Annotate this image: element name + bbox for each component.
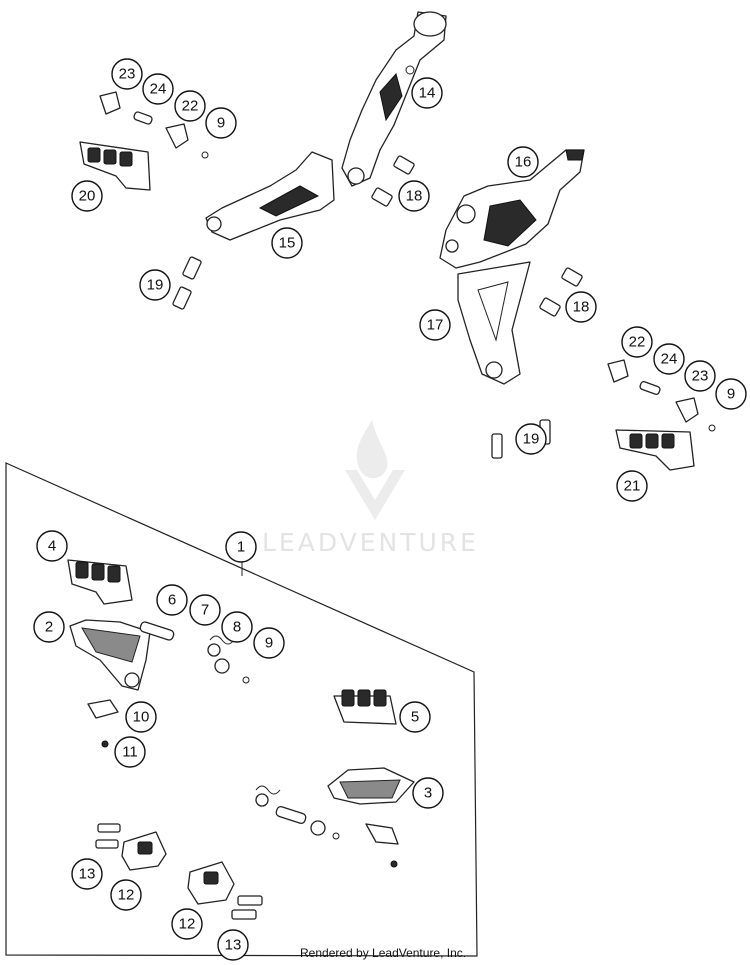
callout-1[interactable]: 1 [225, 531, 257, 563]
svg-text:22: 22 [182, 98, 199, 115]
svg-text:4: 4 [48, 538, 56, 555]
leadventure-watermark: LEADVENTURE [262, 420, 479, 557]
svg-text:3: 3 [424, 785, 432, 802]
callout-23-left[interactable]: 23 [111, 58, 143, 90]
part-2-footpeg [69, 619, 151, 691]
svg-text:10: 10 [133, 709, 150, 726]
callout-12-right[interactable]: 12 [171, 908, 203, 940]
callout-6[interactable]: 6 [156, 584, 188, 616]
callout-8[interactable]: 8 [221, 611, 253, 643]
svg-text:9: 9 [217, 115, 225, 132]
svg-text:19: 19 [147, 277, 164, 294]
watermark-brand-text: LEADVENTURE [262, 528, 479, 557]
svg-text:16: 16 [515, 154, 532, 171]
callout-15[interactable]: 15 [271, 227, 303, 259]
svg-text:13: 13 [79, 866, 96, 883]
callout-19-left[interactable]: 19 [139, 269, 171, 301]
callout-4[interactable]: 4 [36, 530, 68, 562]
svg-text:17: 17 [427, 317, 444, 334]
svg-text:9: 9 [727, 386, 735, 403]
svg-text:18: 18 [406, 188, 423, 205]
part-4-footpeg [67, 559, 133, 605]
callout-5[interactable]: 5 [399, 701, 431, 733]
callout-16[interactable]: 16 [507, 146, 539, 178]
svg-text:21: 21 [624, 478, 641, 495]
callout-24-right[interactable]: 24 [653, 343, 685, 375]
kit-panel [5, 462, 478, 957]
callout-13-left[interactable]: 13 [71, 858, 103, 890]
callout-10[interactable]: 10 [125, 701, 157, 733]
svg-text:15: 15 [279, 235, 296, 252]
callout-21[interactable]: 21 [616, 470, 648, 502]
svg-text:12: 12 [179, 916, 196, 933]
callout-23-right[interactable]: 23 [684, 360, 716, 392]
v-logo-icon [345, 470, 405, 520]
callout-9-kit[interactable]: 9 [253, 627, 285, 659]
callout-19-right[interactable]: 19 [515, 423, 547, 455]
callout-9-left[interactable]: 9 [205, 107, 237, 139]
callout-18-upper[interactable]: 18 [398, 180, 430, 212]
svg-text:19: 19 [523, 431, 540, 448]
flame-icon [356, 420, 388, 479]
part-13-bolts [95, 823, 263, 920]
svg-text:23: 23 [692, 368, 709, 385]
svg-text:13: 13 [225, 937, 242, 954]
part-3-footpeg [327, 767, 415, 805]
callout-2[interactable]: 2 [33, 611, 65, 643]
callout-14[interactable]: 14 [411, 77, 443, 109]
svg-text:11: 11 [122, 744, 138, 761]
svg-text:6: 6 [168, 592, 176, 609]
callout-13-right[interactable]: 13 [217, 929, 249, 961]
part-20-footpeg [79, 141, 151, 191]
svg-text:2: 2 [45, 619, 53, 636]
callout-9-right[interactable]: 9 [715, 378, 747, 410]
svg-text:9: 9 [265, 635, 273, 652]
right-peg-hardware [607, 359, 716, 432]
part-5-footpeg [333, 689, 397, 725]
callout-18-lower[interactable]: 18 [565, 291, 597, 323]
svg-text:24: 24 [661, 351, 678, 368]
svg-text:24: 24 [150, 81, 167, 98]
part-21-footpeg [615, 429, 695, 471]
svg-text:8: 8 [233, 619, 241, 636]
part-12-clamps [121, 831, 235, 905]
svg-text:1: 1 [237, 539, 245, 556]
part-14-bracket [341, 11, 447, 187]
kit-hardware [87, 621, 399, 868]
part-15-bracket [205, 151, 335, 241]
part-17-bracket [457, 261, 531, 385]
svg-text:23: 23 [119, 66, 136, 83]
part-16-bracket [439, 149, 585, 269]
svg-text:14: 14 [419, 85, 436, 102]
callout-3[interactable]: 3 [412, 777, 444, 809]
svg-text:20: 20 [79, 188, 96, 205]
footer-credit: Rendered by LeadVenture, Inc. [300, 946, 467, 960]
callout-17[interactable]: 17 [419, 309, 451, 341]
callout-11[interactable]: 11 [114, 736, 146, 768]
svg-text:18: 18 [573, 299, 590, 316]
svg-text:22: 22 [629, 334, 646, 351]
svg-text:12: 12 [118, 887, 135, 904]
svg-text:7: 7 [201, 602, 209, 619]
callout-12-left[interactable]: 12 [110, 879, 142, 911]
callout-24-left[interactable]: 24 [142, 73, 174, 105]
callout-22-left[interactable]: 22 [174, 90, 206, 122]
left-peg-hardware [99, 91, 209, 159]
callout-7[interactable]: 7 [189, 594, 221, 626]
svg-text:5: 5 [411, 709, 419, 726]
callout-22-right[interactable]: 22 [621, 326, 653, 358]
callout-20[interactable]: 20 [71, 180, 103, 212]
